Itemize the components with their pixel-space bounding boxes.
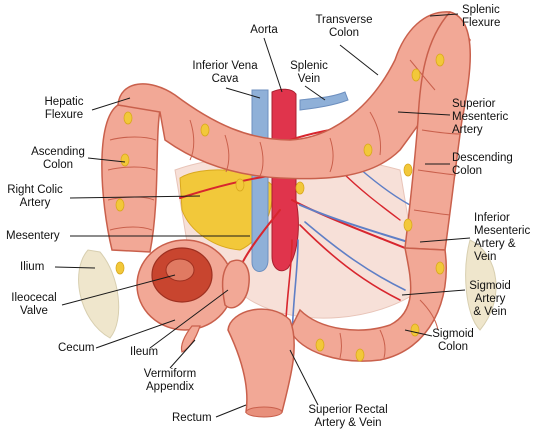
label-transverse-colon: Transverse Colon	[315, 14, 373, 39]
leader-hepatic-flexure	[91, 97, 131, 111]
leader-cecum	[95, 319, 176, 349]
transverse-colon	[117, 11, 471, 180]
label-inferior-vena-cava: Inferior Vena Cava	[192, 60, 258, 85]
aorta	[271, 88, 299, 272]
label-sigmoid-colon: Sigmoid Colon	[432, 328, 474, 353]
leader-ileocecal-valve	[61, 274, 176, 306]
leader-vermiform-appendix	[169, 339, 196, 369]
ileocecal-valve-inner	[165, 258, 195, 282]
leader-sigmoid-colon	[404, 329, 433, 337]
label-cecum: Cecum	[58, 342, 95, 354]
leader-inferior-mesenteric	[419, 237, 471, 243]
leader-aorta	[263, 37, 283, 93]
leader-splenic-flexure	[429, 13, 459, 17]
label-ileum: Ileum	[130, 346, 159, 358]
epiploic-appendages	[115, 53, 445, 362]
vermiform-appendix	[180, 325, 201, 353]
ilium-bones	[78, 239, 497, 339]
leader-sigmoid-artery	[401, 289, 466, 296]
inferior-mesenteric-vein-branch	[299, 204, 419, 246]
ileum	[221, 259, 250, 309]
label-inferior-mesenteric: Inferior Mesenteric Artery & Vein	[474, 212, 531, 263]
label-rectum: Rectum	[172, 412, 212, 424]
label-mesentery: Mesentery	[6, 230, 60, 242]
label-sigmoid-artery-vein: Sigmoid Artery & Vein	[469, 280, 511, 318]
label-descending-colon: Descending Colon	[452, 152, 513, 177]
leader-superior-mesenteric	[397, 111, 451, 116]
label-superior-mesenteric-artery: Superior Mesenteric Artery	[452, 98, 509, 136]
label-vermiform-appendix: Vermiform Appendix	[143, 368, 197, 393]
leader-superior-rectal	[289, 349, 319, 406]
label-splenic-flexure: Splenic Flexure	[462, 4, 501, 29]
leader-rectum	[215, 404, 247, 418]
rectum	[227, 308, 295, 413]
ilium-right	[465, 239, 497, 331]
label-aorta: Aorta	[250, 24, 278, 36]
label-ileocecal-valve: Ileocecal Valve	[11, 292, 57, 317]
label-ascending-colon: Ascending Colon	[31, 146, 85, 171]
sigmoid-artery-branch	[299, 224, 401, 301]
leader-ileum	[149, 289, 229, 349]
leader-transverse-colon	[339, 44, 379, 76]
colon	[101, 11, 471, 418]
leader-ilium	[54, 266, 96, 269]
leader-right-colic	[69, 195, 201, 199]
label-hepatic-flexure: Hepatic Flexure	[44, 96, 84, 121]
splenic-vein	[299, 91, 349, 111]
leader-lines	[54, 13, 471, 418]
label-splenic-vein: Splenic Vein	[290, 60, 328, 85]
label-ilium: Ilium	[20, 261, 45, 273]
rectum-opening	[245, 406, 283, 418]
ascending-colon	[101, 104, 161, 253]
label-right-colic-artery: Right Colic Artery	[7, 184, 63, 209]
ilium-left	[78, 249, 120, 339]
leader-splenic-vein	[304, 85, 326, 101]
leader-ascending-colon	[87, 157, 126, 163]
sigmoid-vein-branch	[304, 221, 406, 291]
mesenteric-vessels	[179, 114, 419, 346]
haustra-markings	[107, 59, 461, 359]
leader-vena-cava	[225, 87, 261, 99]
label-superior-rectal: Superior Rectal Artery & Vein	[308, 404, 388, 429]
